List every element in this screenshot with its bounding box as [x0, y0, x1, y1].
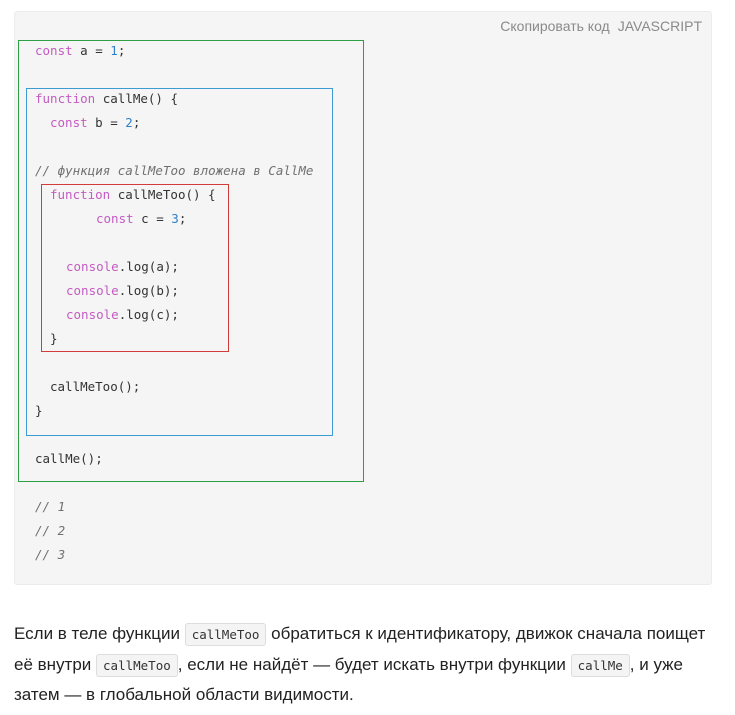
- copy-code-button[interactable]: Скопировать код: [500, 18, 610, 34]
- code-line-1: const a = 1;: [35, 43, 126, 58]
- callme-scope-box: [26, 88, 333, 436]
- code-line-10: }: [50, 331, 58, 346]
- inline-code-callmetoo-2: callMeToo: [96, 653, 178, 677]
- output-line-3: // 3: [35, 547, 66, 562]
- code-line-9: console.log(c);: [66, 307, 179, 322]
- code-line-13: callMe();: [35, 451, 103, 466]
- code-comment: // функция callMeToo вложена в CallMe: [35, 163, 314, 178]
- inline-code-callmetoo: callMeToo: [184, 623, 267, 646]
- code-line-7: console.log(a);: [66, 259, 179, 274]
- language-label: JAVASCRIPT: [617, 18, 702, 34]
- output-line-1: // 1: [35, 499, 66, 514]
- explanation-paragraph: Если в теле функции callMeToo обратиться…: [14, 623, 706, 704]
- code-line-6: const c = 3;: [96, 211, 187, 226]
- code-line-2: function callMe() {: [35, 91, 179, 106]
- output-line-2: // 2: [35, 523, 66, 538]
- inline-code-callme: callMe: [570, 653, 630, 677]
- global-scope-box: [18, 40, 364, 482]
- code-line-3: const b = 2;: [50, 115, 141, 130]
- code-line-5: function callMeToo() {: [50, 187, 216, 202]
- code-block: Скопировать код JAVASCRIPT const a = 1; f…: [14, 11, 712, 585]
- code-line-12: }: [35, 403, 43, 418]
- code-toolbar: Скопировать код JAVASCRIPT: [500, 18, 702, 34]
- code-line-8: console.log(b);: [66, 283, 179, 298]
- callmetoo-scope-box: [41, 184, 229, 352]
- code-line-11: callMeToo();: [50, 379, 141, 394]
